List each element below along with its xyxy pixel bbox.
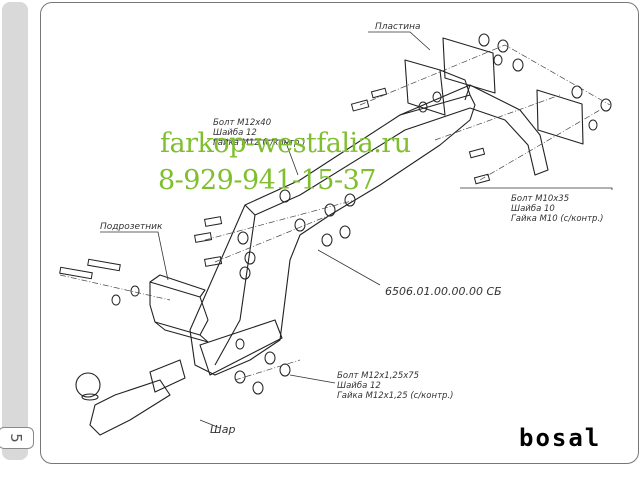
label-bolt-m10x35: Болт M10x35: [511, 194, 570, 204]
ball-neck: [89, 379, 171, 436]
watermark-site: farkop-westfalia.ru: [160, 128, 411, 159]
label-bolt-m12x40: Болт M12x40: [213, 118, 272, 128]
upper-bracket: [404, 59, 446, 116]
watermark-phone: 8-929-941-15-37: [158, 165, 376, 196]
label-nut-m12x125: Гайка M12x1,25 (с/контр.): [337, 391, 454, 401]
label-washer-12-bottom: Шайба 12: [337, 381, 381, 391]
bosal-logo: bosal: [519, 424, 602, 452]
label-plate: Пластина: [375, 22, 421, 32]
plate-top: [442, 37, 496, 94]
label-bolt-m12x125x75: Болт M12x1,25x75: [337, 371, 420, 381]
label-washer-10: Шайба 10: [511, 204, 555, 214]
ball-socket: [149, 359, 186, 393]
bolt-group-top: [350, 33, 524, 113]
label-bracket: Подрозетник: [100, 222, 163, 232]
side-tab: [2, 2, 28, 460]
drawing-sheet: [40, 2, 639, 464]
label-ball: Шар: [210, 423, 236, 436]
lower-plate: [199, 319, 283, 376]
bolt-group-top-left: [194, 216, 256, 280]
label-nut-m10: Гайка M10 (с/контр.): [511, 214, 604, 224]
label-washer-12-top: Шайба 12: [213, 128, 257, 138]
plate-side: [536, 89, 584, 145]
label-part-number: 6506.01.00.00.00 СБ: [385, 285, 502, 298]
label-nut-m12-top: Гайка M12 (с/контр.): [213, 138, 306, 148]
bolt-group-bracket: [59, 258, 140, 306]
side-arm: [399, 84, 549, 176]
tow-ball: [75, 372, 101, 398]
bolt-group-bottom: [234, 338, 291, 395]
